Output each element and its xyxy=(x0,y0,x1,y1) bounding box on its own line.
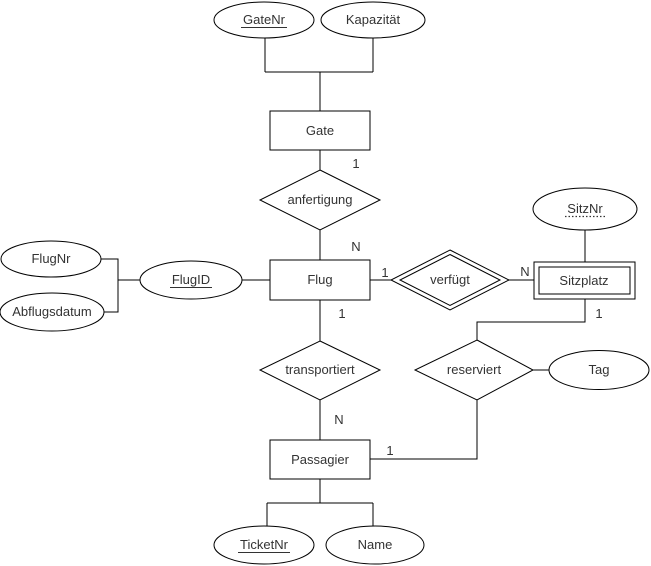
attribute-flugnr-label: FlugNr xyxy=(31,251,71,266)
attribute-flugnr-ellipse xyxy=(0,240,102,278)
relationship-transportiert-label: transportiert xyxy=(285,362,355,377)
relationship-reserviert: reserviert xyxy=(413,339,535,401)
attribute-tag-label: Tag xyxy=(589,362,610,377)
attribute-kapazitaet-label: Kapazität xyxy=(346,12,401,27)
cardinality-transportiert-passagier: N xyxy=(334,412,343,427)
entity-gate-box xyxy=(269,110,371,151)
cardinality-gate-anfertigung: 1 xyxy=(352,156,359,171)
entity-sitzplatz: Sitzplatz xyxy=(533,261,636,300)
relationship-verfuegt-inner-diamond xyxy=(398,253,502,307)
entity-sitzplatz-inner-box xyxy=(538,266,631,295)
attribute-gatenr: GateNr xyxy=(213,1,315,39)
relationship-transportiert: transportiert xyxy=(258,340,382,401)
relationship-anfertigung: anfertigung xyxy=(258,169,382,231)
relationship-verfuegt: verfügt xyxy=(389,249,511,311)
relationship-reserviert-label: reserviert xyxy=(447,362,502,377)
attribute-flugid: FlugID xyxy=(139,260,243,300)
entity-gate: Gate xyxy=(269,110,371,151)
attribute-tag: Tag xyxy=(548,350,650,390)
attribute-name: Name xyxy=(325,525,425,565)
cardinality-reserviert-passagier: 1 xyxy=(386,443,393,458)
attribute-ticketnr: TicketNr xyxy=(213,525,315,565)
connector-sitzplatz-reserviert xyxy=(476,299,586,340)
attribute-abflugsdatum-ellipse xyxy=(0,292,105,332)
attribute-sitznr-ellipse xyxy=(532,187,638,231)
entity-passagier-label: Passagier xyxy=(291,452,349,467)
attribute-name-label: Name xyxy=(358,537,393,552)
relationship-verfuegt-label: verfügt xyxy=(430,272,470,287)
connector-flugnr-abflugsdatum-bracket xyxy=(101,258,119,313)
attribute-gatenr-ellipse xyxy=(213,1,315,39)
attribute-tag-ellipse xyxy=(548,350,650,390)
attribute-flugid-label: FlugID xyxy=(172,272,210,287)
attribute-flugid-ellipse xyxy=(139,260,243,300)
attribute-name-ellipse xyxy=(325,525,425,565)
entity-passagier-box xyxy=(269,439,371,480)
attribute-flugnr: FlugNr xyxy=(0,240,102,278)
cardinality-flug-transportiert: 1 xyxy=(338,306,345,321)
attribute-sitznr: SitzNr xyxy=(532,187,638,231)
attribute-ticketnr-label: TicketNr xyxy=(240,537,289,552)
entity-gate-label: Gate xyxy=(306,123,334,138)
cardinality-sitzplatz-reserviert: 1 xyxy=(595,306,602,321)
connector-reserviert-passagier xyxy=(370,400,478,460)
attribute-abflugsdatum: Abflugsdatum xyxy=(0,292,105,332)
cardinality-flug-verfuegt: 1 xyxy=(381,265,388,280)
relationship-reserviert-diamond xyxy=(413,339,535,401)
relationship-anfertigung-label: anfertigung xyxy=(287,192,352,207)
attribute-ticketnr-ellipse xyxy=(213,525,315,565)
attribute-abflugsdatum-label: Abflugsdatum xyxy=(12,304,92,319)
cardinality-verfuegt-sitzplatz: N xyxy=(520,264,529,279)
entity-flug: Flug xyxy=(269,259,371,301)
attribute-gatenr-label: GateNr xyxy=(243,12,286,27)
entity-passagier: Passagier xyxy=(269,439,371,480)
relationship-anfertigung-diamond xyxy=(258,169,382,231)
attribute-kapazitaet: Kapazität xyxy=(320,1,426,39)
cardinality-anfertigung-flug: N xyxy=(351,239,360,254)
entity-sitzplatz-label: Sitzplatz xyxy=(559,273,608,288)
connectors xyxy=(101,38,586,526)
entity-flug-box xyxy=(269,259,371,301)
entity-flug-label: Flug xyxy=(307,272,332,287)
relationship-transportiert-diamond xyxy=(258,340,382,401)
attribute-sitznr-label: SitzNr xyxy=(567,201,603,216)
attribute-kapazitaet-ellipse xyxy=(320,1,426,39)
cardinality-labels: 1 N 1 N 1 N 1 1 xyxy=(334,156,602,458)
